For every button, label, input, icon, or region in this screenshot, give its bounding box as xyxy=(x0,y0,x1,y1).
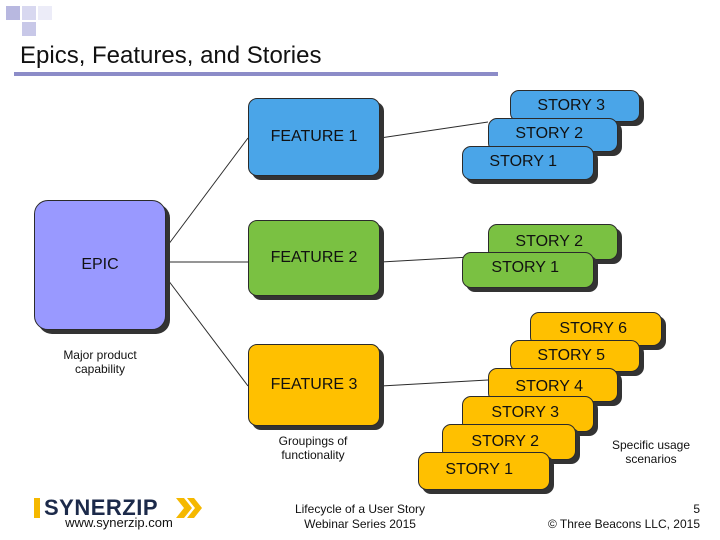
synerzip-logo: SYNERZIP xyxy=(34,495,204,520)
f3-story-4-label: STORY 4 xyxy=(515,378,583,395)
feature-2-box[interactable]: FEATURE 2 xyxy=(248,220,380,296)
corner-square xyxy=(22,6,36,20)
page-number: 5 xyxy=(693,502,700,516)
footer-right: 5 © Three Beacons LLC, 2015 xyxy=(536,502,700,532)
footer-center-line1: Lifecycle of a User Story xyxy=(294,502,426,516)
f3-story-2-label: STORY 2 xyxy=(471,433,539,450)
f2-story-1-label: STORY 1 xyxy=(491,259,559,276)
title-underline xyxy=(14,72,498,76)
feature-3-label: FEATURE 3 xyxy=(270,376,358,393)
footer-center: Lifecycle of a User Story Webinar Series… xyxy=(280,502,440,532)
footer-center-line2: Webinar Series 2015 xyxy=(304,517,416,531)
feature-1-label: FEATURE 1 xyxy=(270,128,358,145)
website-link[interactable]: www.synerzip.com xyxy=(65,515,173,530)
corner-square xyxy=(38,6,52,20)
f1-story-2-label: STORY 2 xyxy=(515,125,583,142)
feature3-story-line xyxy=(379,379,489,387)
f1-story-3[interactable]: STORY 3 xyxy=(510,90,640,122)
f3-story-6-label: STORY 6 xyxy=(559,320,627,337)
feature1-story-line xyxy=(379,121,489,139)
f3-story-3-label: STORY 3 xyxy=(491,404,559,421)
copyright: © Three Beacons LLC, 2015 xyxy=(547,517,700,531)
feature-2-label: FEATURE 2 xyxy=(270,249,358,266)
corner-square xyxy=(22,22,36,36)
f3-story-1-label: STORY 1 xyxy=(445,461,513,478)
feature-3-box[interactable]: FEATURE 3 xyxy=(248,344,380,426)
epic-feature1-line xyxy=(167,137,249,246)
f2-story-2-label: STORY 2 xyxy=(515,233,583,250)
feature-caption: Groupings of functionality xyxy=(278,434,348,462)
story-caption: Specific usage scenarios xyxy=(611,438,691,466)
corner-square xyxy=(6,6,20,20)
synerzip-logo-mark xyxy=(34,498,202,518)
epic-label: EPIC xyxy=(81,256,119,273)
f1-story-1[interactable]: STORY 1 xyxy=(462,146,594,180)
slide-title: Epics, Features, and Stories xyxy=(20,42,322,69)
epic-feature3-line xyxy=(167,279,249,387)
logo-text: SYNERZIP xyxy=(44,495,159,520)
f1-story-1-label: STORY 1 xyxy=(489,153,557,170)
f3-story-5[interactable]: STORY 5 xyxy=(510,340,640,372)
f1-story-3-label: STORY 3 xyxy=(537,97,605,114)
epic-caption: Major product capability xyxy=(63,348,137,376)
f3-story-1[interactable]: STORY 1 xyxy=(418,452,550,490)
epic-box[interactable]: EPIC xyxy=(34,200,166,330)
f2-story-1[interactable]: STORY 1 xyxy=(462,252,594,288)
f3-story-5-label: STORY 5 xyxy=(537,347,605,364)
feature-1-box[interactable]: FEATURE 1 xyxy=(248,98,380,176)
